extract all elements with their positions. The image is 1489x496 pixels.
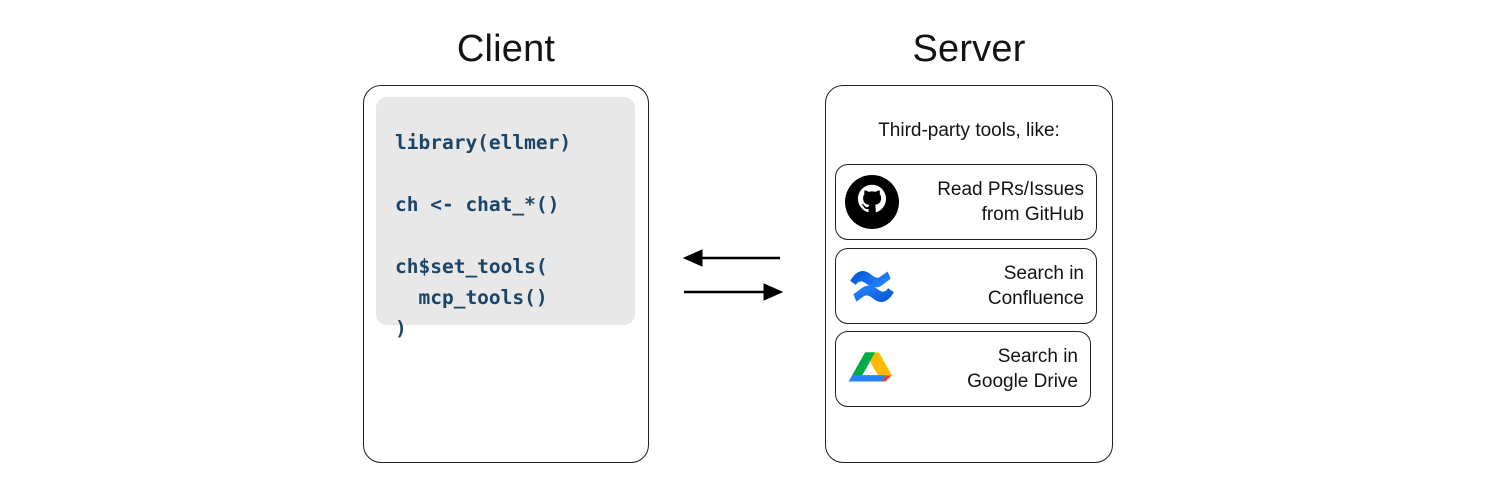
connection-arrows xyxy=(676,240,796,310)
tool-card-google-drive[interactable]: Search in Google Drive xyxy=(835,331,1091,407)
tool-card-github[interactable]: Read PRs/Issues from GitHub xyxy=(835,164,1097,240)
request-arrow-right xyxy=(684,283,784,301)
google-drive-icon xyxy=(844,341,900,397)
client-title: Client xyxy=(456,28,556,70)
tool-label-github: Read PRs/Issues from GitHub xyxy=(937,179,1084,225)
client-code-text: library(ellmer) ch <- chat_*() ch$set_to… xyxy=(395,131,572,340)
server-subtitle: Third-party tools, like: xyxy=(878,120,1060,141)
confluence-icon xyxy=(844,258,900,314)
tool-label-confluence: Search in Confluence xyxy=(987,263,1084,309)
tool-card-confluence[interactable]: Search in Confluence xyxy=(835,248,1097,324)
client-code-block: library(ellmer) ch <- chat_*() ch$set_to… xyxy=(376,97,635,340)
server-title: Server xyxy=(912,28,1026,70)
github-icon xyxy=(844,174,900,230)
response-arrow-left xyxy=(682,249,780,267)
tool-label-google-drive: Search in Google Drive xyxy=(967,346,1078,392)
